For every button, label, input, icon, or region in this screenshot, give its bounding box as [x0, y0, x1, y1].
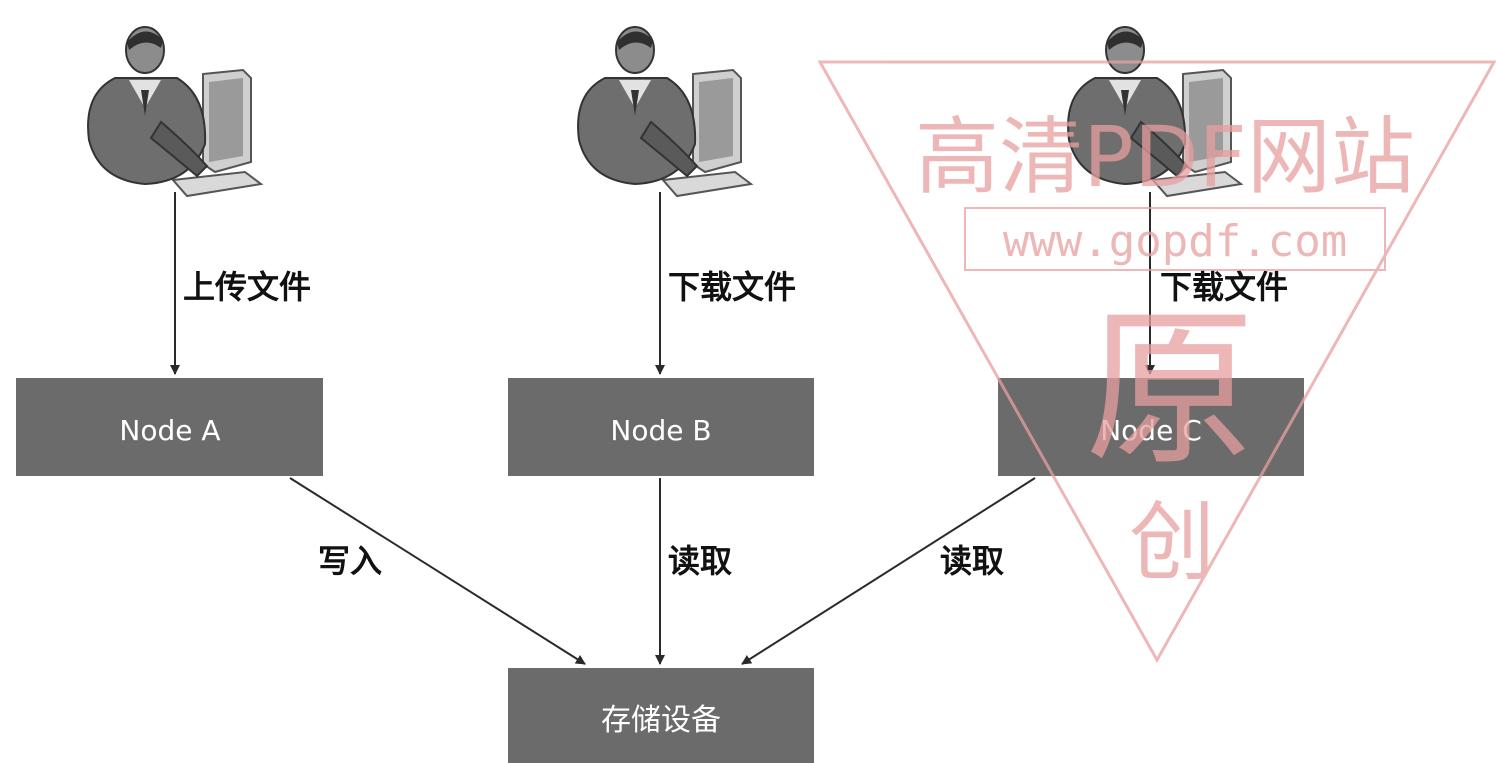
edge-label-write: 写入: [318, 542, 382, 580]
node-a: Node A: [16, 378, 323, 476]
arrow-node-a-to-storage: [289, 477, 586, 665]
node-c: Node C: [998, 378, 1304, 476]
watermark-title: 高清PDF网站: [915, 108, 1415, 206]
watermark-triangle: [817, 60, 1496, 664]
watermark-original-1: 原: [1085, 291, 1255, 489]
edge-label-download-c: 下载文件: [1160, 268, 1288, 306]
node-a-label: Node A: [119, 414, 220, 447]
node-b-label: Node B: [610, 414, 711, 447]
watermark-url: www.gopdf.com: [1003, 216, 1347, 267]
watermark-url-box: [964, 207, 1386, 271]
storage-device-label: 存储设备: [601, 703, 721, 738]
watermark: 高清PDF网站 www.gopdf.com 原 创: [817, 60, 1496, 664]
edge-label-upload: 上传文件: [183, 268, 311, 306]
arrow-node-c-to-storage: [741, 477, 1036, 665]
storage-device: 存储设备: [508, 668, 814, 763]
watermark-original-2: 创: [1129, 493, 1215, 593]
user-b-icon: [577, 26, 752, 197]
edge-label-read-b: 读取: [668, 542, 732, 580]
node-c-label: Node C: [1100, 414, 1202, 447]
node-b: Node B: [508, 378, 814, 476]
edge-label-read-c: 读取: [940, 542, 1004, 580]
edge-label-download-b: 下载文件: [668, 268, 796, 306]
user-a-icon: [87, 26, 262, 197]
